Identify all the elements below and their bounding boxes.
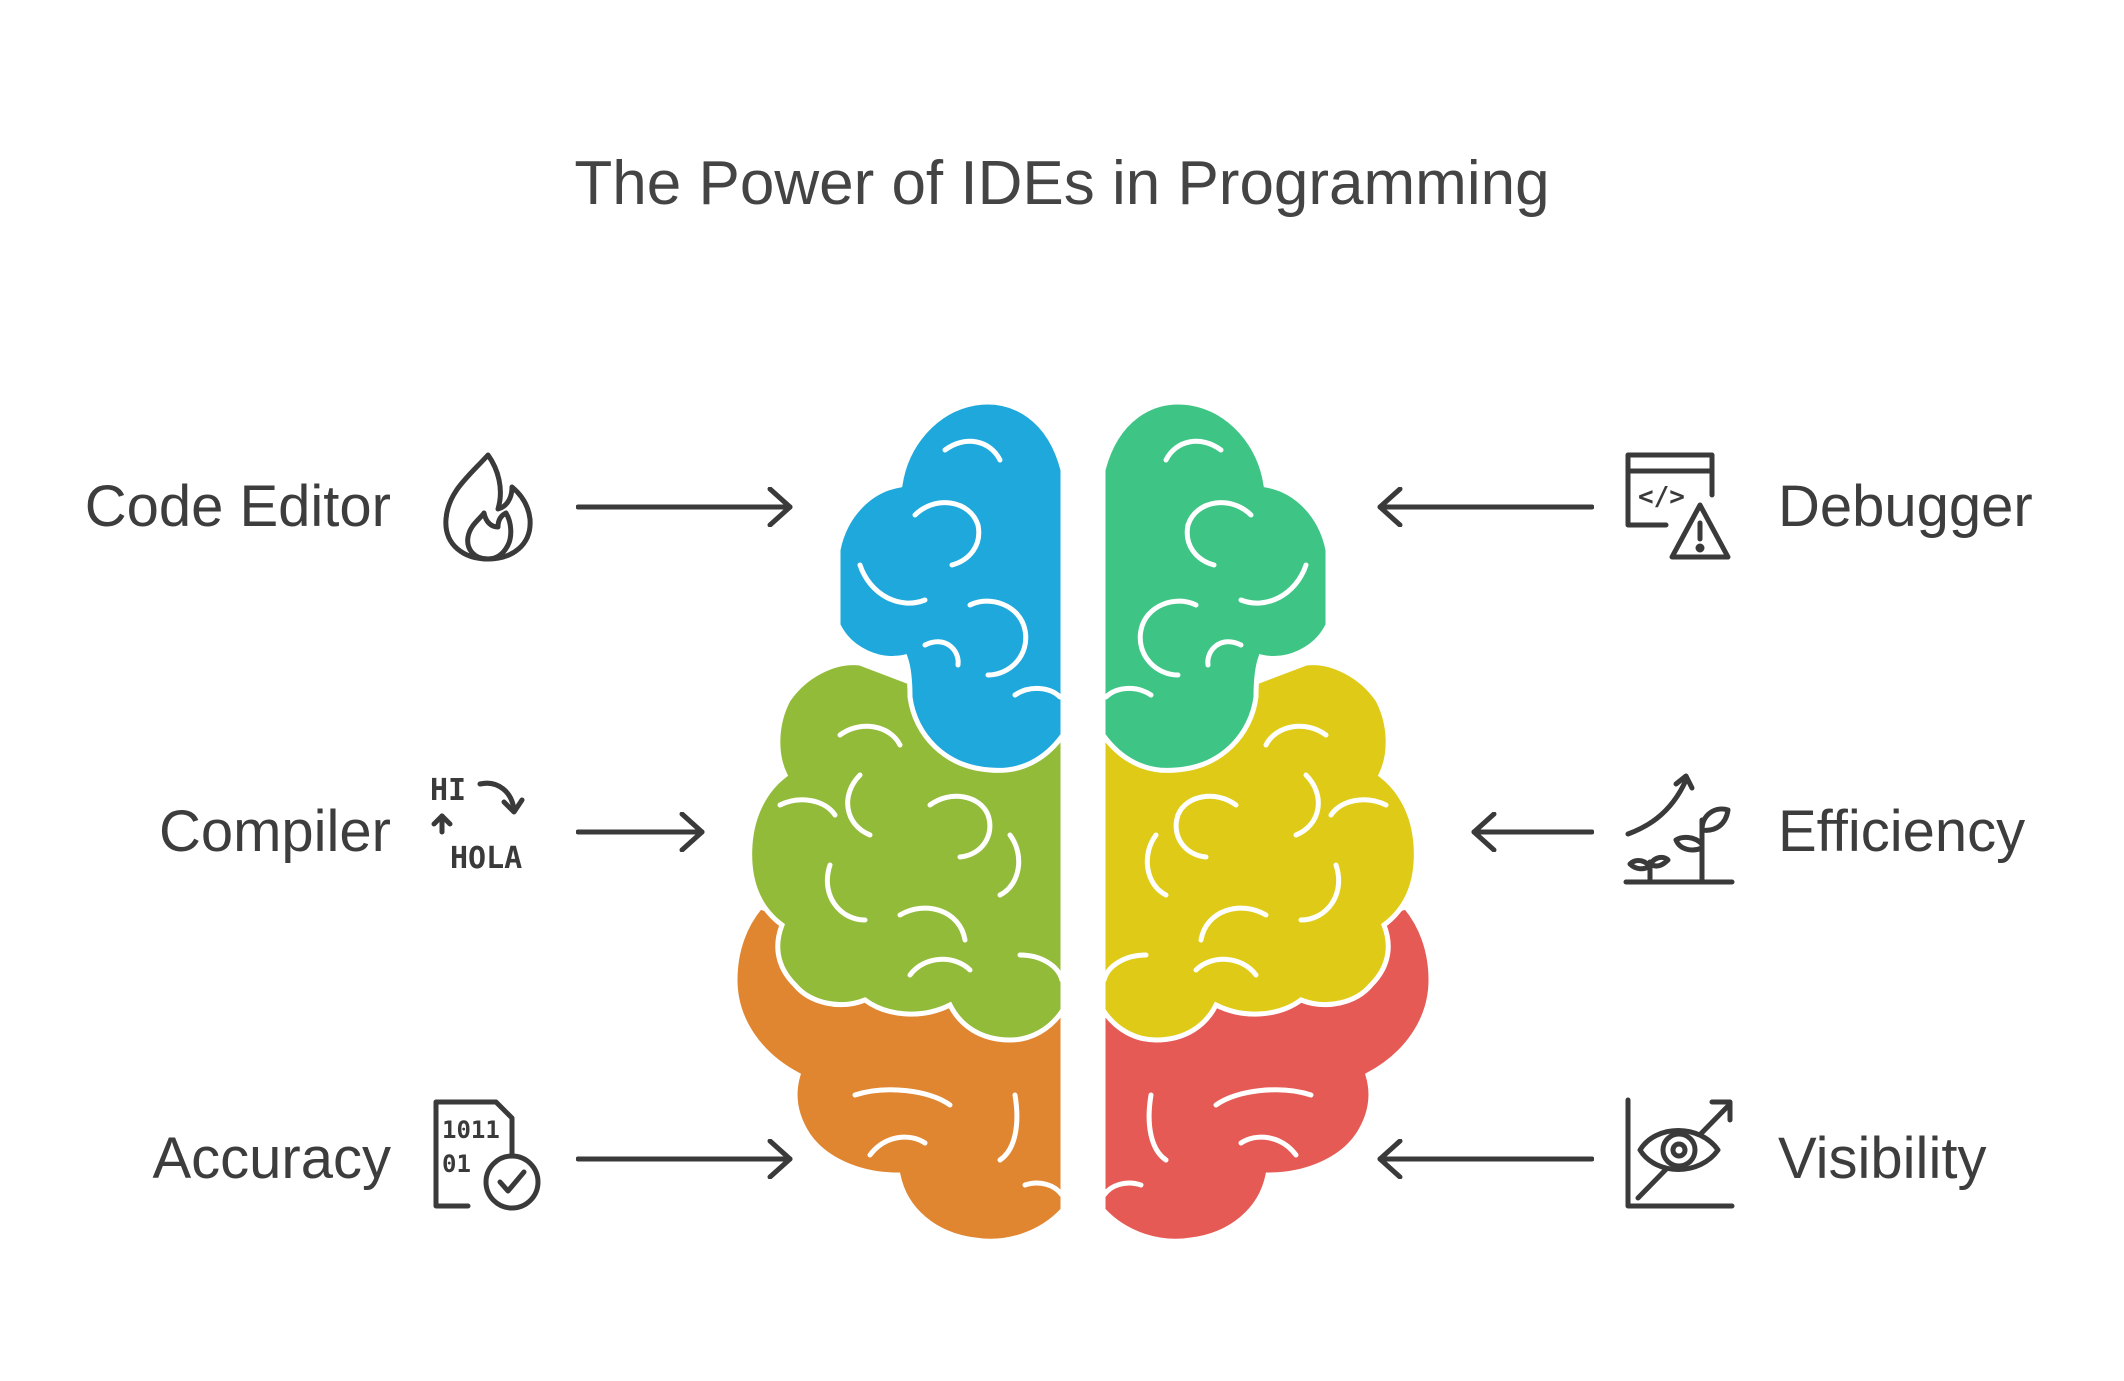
translate-icon-text-top: HI xyxy=(430,773,466,808)
page-title: The Power of IDEs in Programming xyxy=(574,149,1550,218)
binary-icon-text-top: 1011 xyxy=(442,1116,500,1144)
translate-icon: HI HOLA xyxy=(428,770,548,890)
flame-icon xyxy=(428,447,548,567)
label-debugger: Debugger xyxy=(1778,474,2033,539)
label-compiler: Compiler xyxy=(158,799,391,864)
label-code-editor: Code Editor xyxy=(84,474,391,539)
arrow-compiler xyxy=(576,812,706,852)
brain-region-teal xyxy=(1100,399,1331,773)
brain-region-blue xyxy=(835,399,1066,773)
arrow-visibility xyxy=(1376,1139,1594,1179)
growth-plant-icon xyxy=(1620,770,1740,890)
label-visibility: Visibility xyxy=(1778,1126,1987,1191)
arrow-accuracy xyxy=(576,1139,794,1179)
binary-check-icon: 1011 01 xyxy=(428,1094,548,1214)
label-accuracy: Accuracy xyxy=(152,1126,391,1191)
arrow-debugger xyxy=(1376,487,1594,527)
eye-chart-icon xyxy=(1620,1094,1740,1214)
translate-icon-text-bottom: HOLA xyxy=(450,841,522,876)
brain-illustration xyxy=(720,395,1450,1245)
code-icon-text: </> xyxy=(1638,482,1685,512)
arrow-code-editor xyxy=(576,487,794,527)
label-efficiency: Efficiency xyxy=(1778,799,2026,864)
code-warning-icon: </> xyxy=(1620,447,1740,567)
binary-icon-text-bottom: 01 xyxy=(442,1150,471,1178)
arrow-efficiency xyxy=(1470,812,1594,852)
